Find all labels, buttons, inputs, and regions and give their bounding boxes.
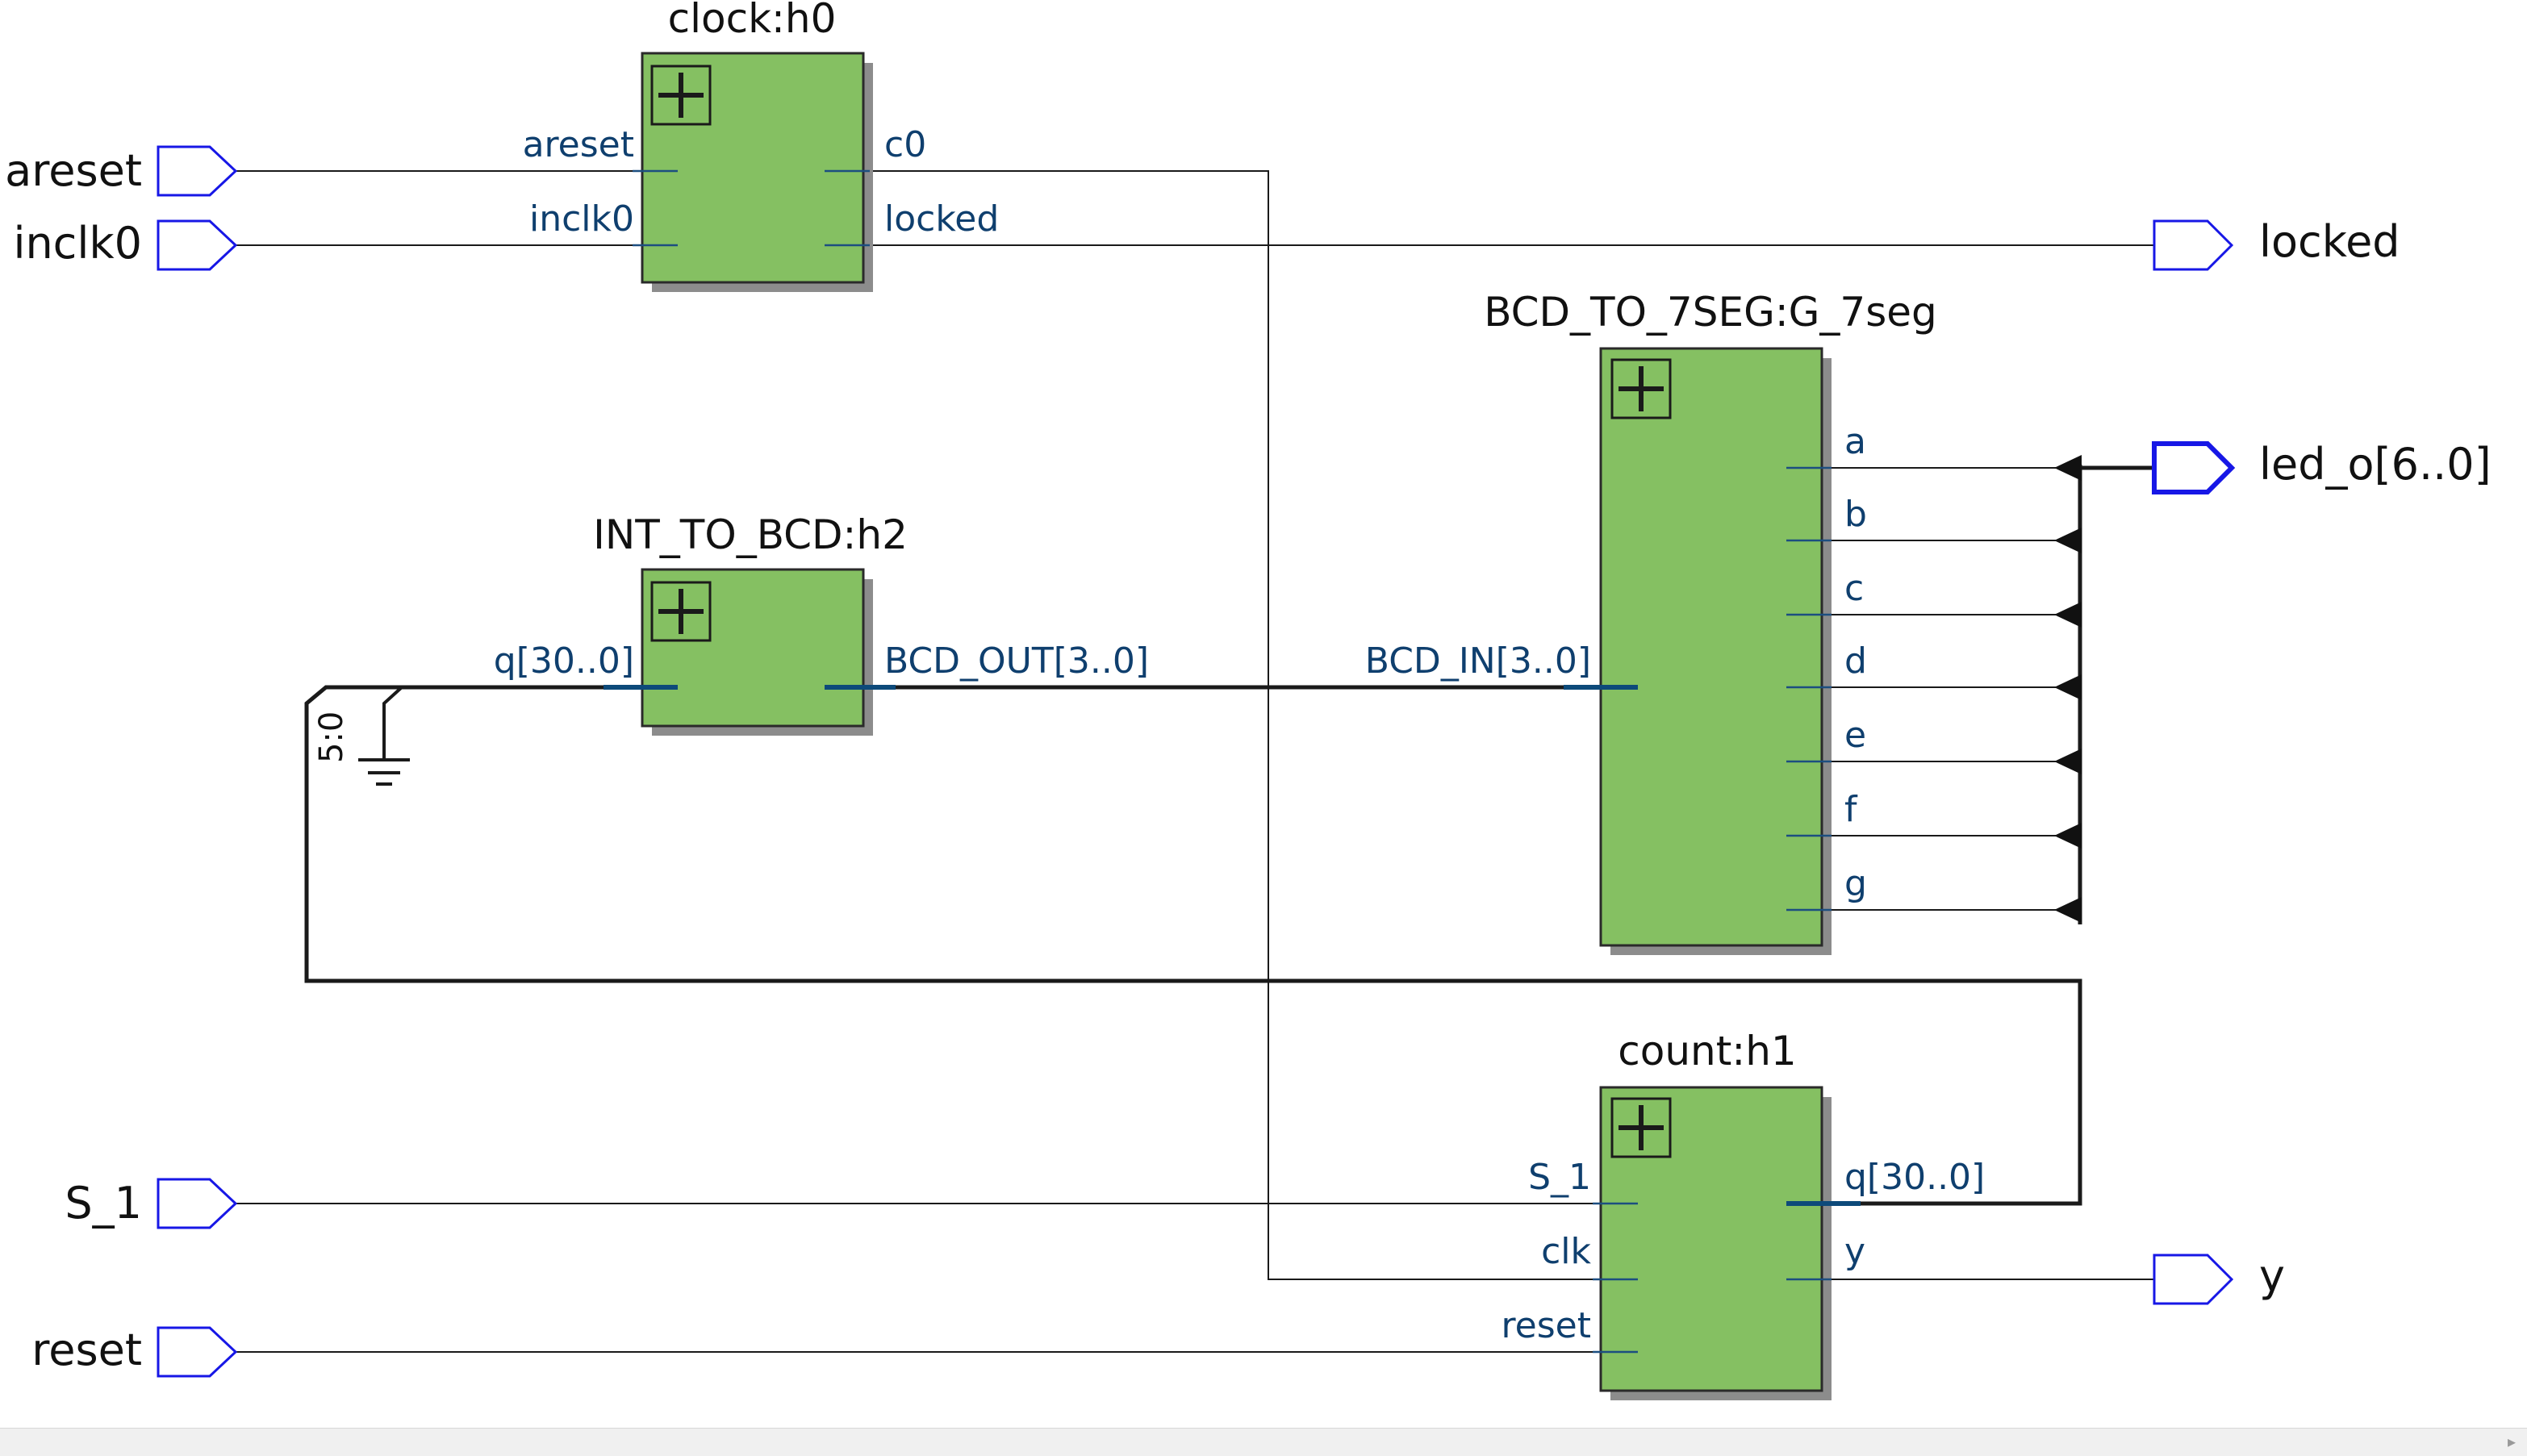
- block-title: clock:h0: [668, 0, 837, 42]
- pin-label: areset: [5, 145, 142, 196]
- port-label: reset: [1502, 1305, 1591, 1346]
- port-label: BCD_OUT[3..0]: [884, 640, 1149, 682]
- pin-label: inclk0: [13, 218, 142, 269]
- ground-icon: [358, 758, 410, 786]
- bus-ripper-arrow-icon: [2054, 528, 2082, 553]
- scroll-right-icon[interactable]: ▸: [2507, 1432, 2516, 1451]
- bus-ripper-arrows: [2054, 455, 2082, 923]
- input-pin-icon: [157, 219, 238, 271]
- port-label: clk: [1541, 1231, 1591, 1272]
- bus-ripper-arrow-icon: [2054, 749, 2082, 774]
- bus-ripper-arrow-icon: [2054, 455, 2082, 481]
- output-pin-led-o[interactable]: led_o[6..0]: [2152, 439, 2491, 494]
- bus-ripper-arrow-icon: [2054, 897, 2082, 923]
- output-pin-y[interactable]: y: [2153, 1250, 2285, 1305]
- input-pin-reset[interactable]: reset: [31, 1325, 238, 1378]
- port-label: d: [1844, 640, 1867, 682]
- output-pin-locked[interactable]: locked: [2153, 216, 2400, 271]
- pin-label: reset: [31, 1325, 142, 1375]
- bus-slice-label: 5:0: [313, 711, 350, 763]
- output-pin-icon: [2153, 1254, 2234, 1305]
- port-label: q[30..0]: [494, 640, 634, 682]
- expand-icon[interactable]: [650, 581, 712, 642]
- port-label: locked: [884, 198, 999, 240]
- input-pin-inclk0[interactable]: inclk0: [13, 218, 238, 271]
- wire-c0-to-clk: [825, 170, 1638, 1280]
- block-count[interactable]: count:h1 S_1 clk reset q[30..0] y: [1502, 1028, 1986, 1400]
- block-title: INT_TO_BCD:h2: [593, 511, 908, 558]
- bus-ground-tap: [382, 686, 403, 758]
- port-label: b: [1844, 494, 1867, 535]
- pin-label: y: [2259, 1250, 2285, 1301]
- expand-icon[interactable]: [1610, 358, 1672, 419]
- port-label: e: [1844, 715, 1866, 756]
- output-pin-icon: [2153, 219, 2234, 271]
- input-pin-s1[interactable]: S_1: [65, 1178, 238, 1229]
- port-label: inclk0: [529, 198, 634, 240]
- bus-ripper-arrow-icon: [2054, 823, 2082, 849]
- port-label: S_1: [1528, 1157, 1591, 1198]
- bus-ripper-arrow-icon: [2054, 674, 2082, 700]
- pin-label: led_o[6..0]: [2259, 439, 2491, 490]
- port-label: g: [1844, 863, 1867, 904]
- port-label: areset: [523, 124, 634, 165]
- port-label: y: [1844, 1231, 1865, 1272]
- pin-label: locked: [2259, 216, 2400, 267]
- block-int-to-bcd[interactable]: INT_TO_BCD:h2 q[30..0] BCD_OUT[3..0]: [494, 511, 1149, 736]
- input-pin-icon: [157, 1326, 238, 1378]
- port-label: c0: [884, 124, 926, 165]
- port-label: a: [1844, 421, 1866, 462]
- block-title: BCD_TO_7SEG:G_7seg: [1484, 289, 1937, 336]
- port-label: BCD_IN[3..0]: [1365, 640, 1591, 682]
- block-title: count:h1: [1618, 1028, 1796, 1074]
- bus-q-feedback: [304, 685, 2082, 1206]
- bus-ripper-arrow-icon: [2054, 602, 2082, 628]
- input-pin-icon: [157, 1178, 238, 1229]
- port-label: c: [1844, 568, 1864, 609]
- input-pin-areset[interactable]: areset: [5, 145, 238, 197]
- expand-icon[interactable]: [650, 65, 712, 126]
- block-bcd-to-7seg[interactable]: BCD_TO_7SEG:G_7seg BCD_IN[3..0] a b c d …: [1365, 289, 1937, 955]
- output-pin-icon: [2152, 441, 2236, 494]
- expand-icon[interactable]: [1610, 1097, 1672, 1158]
- port-label: f: [1844, 789, 1858, 830]
- pin-label: S_1: [65, 1178, 142, 1229]
- port-label: q[30..0]: [1844, 1157, 1985, 1198]
- input-pin-icon: [157, 145, 238, 197]
- block-clock[interactable]: clock:h0 areset inclk0 c0 locked: [523, 0, 1000, 292]
- bottom-scrollbar[interactable]: ▸: [0, 1428, 2527, 1456]
